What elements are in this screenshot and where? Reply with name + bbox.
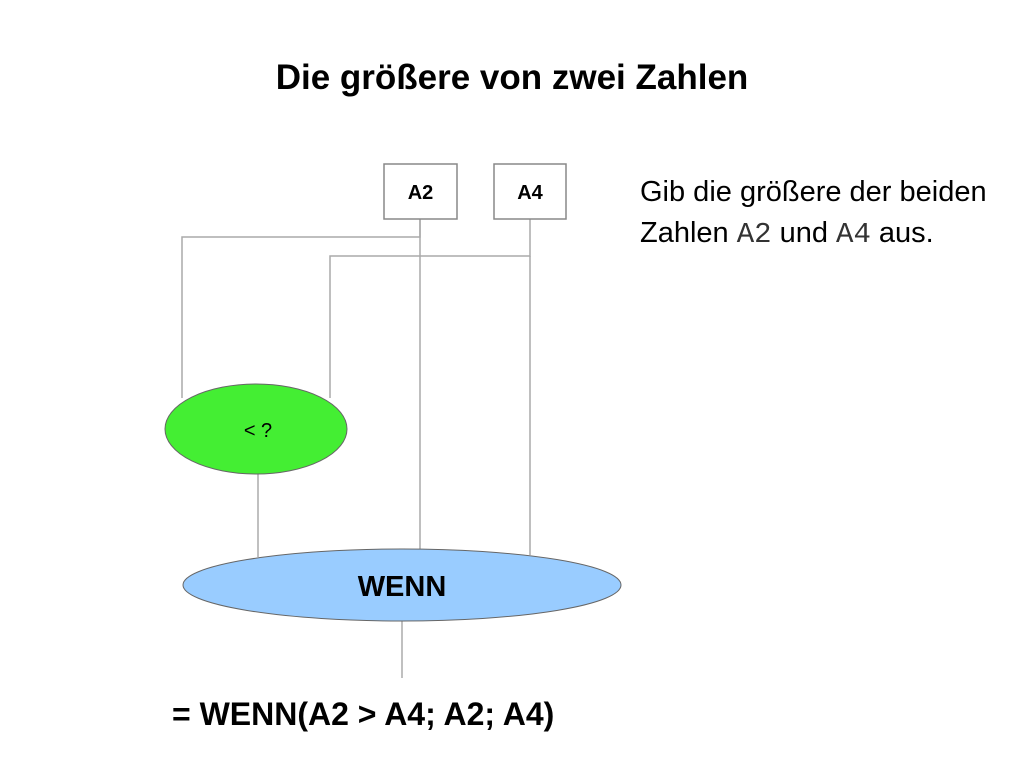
compare-operator-label: < ? (244, 420, 272, 442)
compare-node: < ? (164, 383, 348, 475)
if-function-node: WENN (182, 548, 622, 622)
connector-lines (181, 219, 531, 678)
description-text: Gib die größere der beiden Zahlen A2 und… (640, 172, 1000, 255)
cell-a2-box: A2 (383, 163, 458, 220)
if-function-label: WENN (358, 571, 447, 603)
cell-a4-label: A4 (517, 182, 543, 204)
cell-a4-box: A4 (493, 163, 567, 220)
cell-a2-label: A2 (408, 182, 434, 204)
page-title: Die größere von zwei Zahlen (275, 58, 749, 97)
description-ref-a4: A4 (836, 218, 871, 251)
description-part-1: Gib die größere der beiden Zahlen (640, 176, 987, 249)
connector-a4-to-compare (329, 219, 531, 398)
description-ref-a2: A2 (736, 218, 772, 251)
connector-a2-to-compare (181, 219, 421, 398)
description-part-2: und (771, 217, 837, 249)
description-part-3: aus. (870, 217, 934, 249)
formula-text: = WENN(A2 > A4; A2; A4) (172, 696, 555, 732)
